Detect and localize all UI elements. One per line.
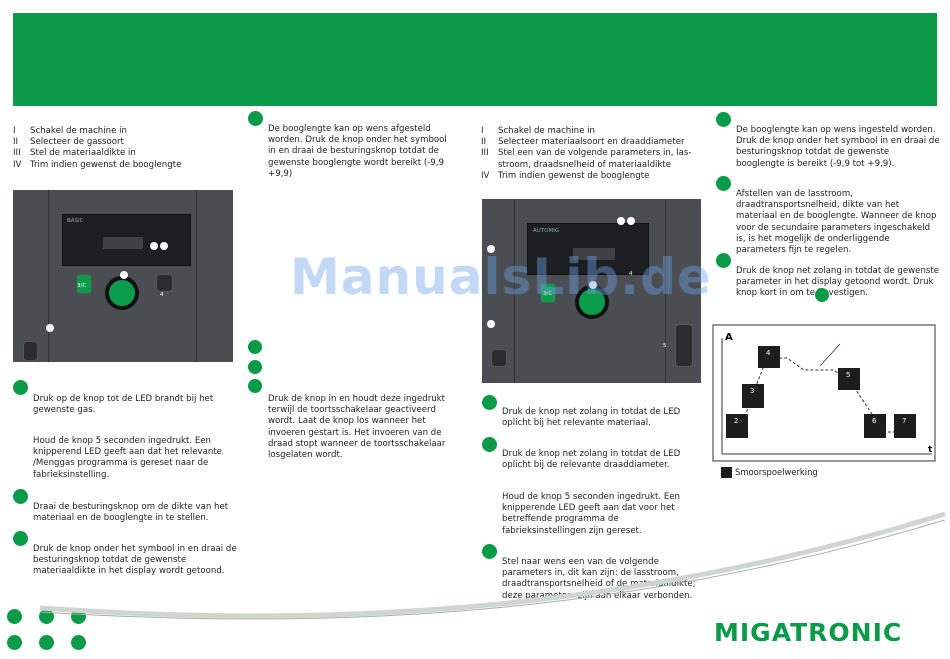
display-screen (103, 237, 143, 249)
note-text: Druk de knop net zolang in totdat de LED… (502, 407, 681, 429)
choke-process-diagram: A t 2 3 4 5 6 7 (712, 324, 936, 462)
display-title: AUTOMIG (533, 228, 560, 234)
box-6: 6 (864, 414, 886, 438)
indicator-dot (46, 324, 54, 332)
note-text: De booglengte kan op wens ingesteld word… (736, 125, 940, 169)
box-3: 3 (742, 384, 764, 408)
bullet-dot (248, 379, 262, 393)
indicator-dot (487, 245, 495, 253)
knob-label: 3/C (77, 283, 87, 289)
swoosh-line (39, 511, 946, 619)
bullet-dot (13, 489, 28, 504)
panel-seam (514, 199, 515, 383)
indicator-dot (617, 217, 625, 225)
header-banner (13, 13, 937, 106)
control-knob (575, 285, 609, 319)
bullet-dot (482, 395, 497, 410)
bullet-dot (248, 340, 262, 354)
svg-text:3: 3 (750, 387, 754, 395)
note-text: Druk op de knop tot de LED brandt bij he… (33, 394, 214, 416)
wire-button (491, 349, 507, 367)
knob-label: 3/C (543, 291, 553, 297)
control-knob (105, 276, 139, 310)
indicator-dot (589, 281, 597, 289)
bullet-dot (248, 111, 263, 126)
button-label: 5 (663, 343, 667, 349)
indicator-dot (120, 271, 128, 279)
legend-swatch (721, 467, 732, 478)
panel-seam (48, 190, 49, 362)
diagram-frame (712, 324, 936, 462)
torch-button (23, 341, 38, 361)
material-button (540, 283, 556, 303)
box-2: 2 (726, 414, 748, 438)
indicator-dot (627, 217, 635, 225)
bullet-dot (716, 112, 731, 127)
indicator-dot (487, 320, 495, 328)
automig-control-panel-image: AUTOMIG 3/C 4 5 (482, 199, 701, 383)
diagram-caption: Smoorspoelwerking (735, 467, 818, 477)
bullet-dot (815, 288, 829, 302)
torch-button (675, 324, 693, 367)
note-text: Houd de knop 5 seconden ingedrukt. Een k… (33, 436, 222, 480)
bullet-dot (716, 253, 731, 268)
bullet-dot (13, 380, 28, 395)
svg-text:2: 2 (734, 417, 738, 425)
pointer-arrow (819, 343, 841, 367)
panel-seam (196, 190, 197, 362)
note-text: Druk de knop net zolang in totdat de LED… (502, 449, 681, 471)
note-text: Druk de knop net zolang in totdat de gew… (736, 266, 940, 299)
box-4: 4 (758, 346, 780, 368)
x-axis-label: t (928, 445, 933, 455)
arc-length-note: De booglengte kan op wens afgesteld word… (268, 124, 447, 179)
indicator-dot (150, 242, 158, 250)
y-axis-label: A (725, 332, 733, 343)
bullet-dot (71, 635, 86, 650)
bullet-dot (248, 360, 262, 374)
button-label: 4 (160, 292, 164, 298)
decorative-swoosh (39, 511, 946, 620)
bullet-dot (482, 544, 497, 559)
panel-seam (665, 199, 666, 383)
watermark: ManualsLib.de (290, 248, 712, 306)
note-text: Afstellen van de lasstroom, draadtranspo… (736, 189, 937, 256)
bullet-dot (482, 437, 497, 452)
box-7: 7 (894, 414, 916, 438)
control-faceplate: AUTOMIG (527, 223, 649, 275)
basic-control-panel-image: BASIC 3/C 4 (13, 190, 233, 362)
swoosh-line (39, 519, 946, 620)
svg-text:7: 7 (902, 417, 906, 425)
note-text: Druk de knop onder het symbool in en dra… (33, 544, 237, 577)
note-text: Draai de besturingsknop om de dikte van … (33, 502, 229, 524)
trigger-note: Druk de knop in en houdt deze ingedrukt … (268, 394, 446, 461)
bullet-dot (13, 531, 28, 546)
arc-button (156, 274, 173, 292)
gas-button (76, 274, 92, 294)
svg-text:6: 6 (872, 417, 877, 425)
bullet-dot (7, 635, 22, 650)
button-label: 4 (629, 271, 633, 277)
box-5: 5 (838, 368, 860, 390)
svg-text:5: 5 (846, 371, 850, 379)
control-faceplate: BASIC (62, 214, 191, 266)
note-text: Houd de knop 5 seconden ingedrukt. Een k… (502, 492, 680, 536)
indicator-dot (160, 242, 168, 250)
svg-text:4: 4 (766, 349, 771, 357)
display-title: BASIC (67, 218, 84, 224)
bullet-dot (716, 176, 731, 191)
bullet-dot (7, 609, 22, 624)
bullet-dot (39, 635, 54, 650)
display-screen (573, 248, 615, 260)
migatronic-logo: MIGATRONIC (714, 618, 903, 647)
